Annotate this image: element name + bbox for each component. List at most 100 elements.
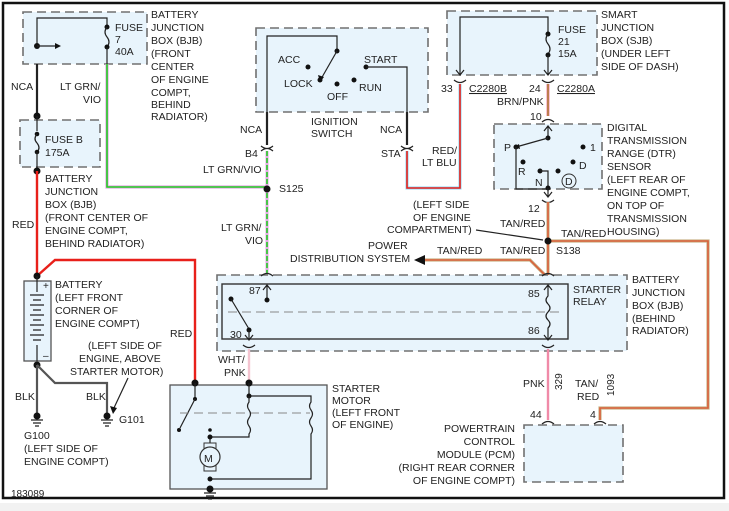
wire-label-blk-left: BLK <box>15 391 35 403</box>
svg-text:(BEHIND: (BEHIND <box>632 313 676 325</box>
wire-label-brn-pnk: BRN/PNK <box>497 96 544 108</box>
svg-text:JUNCTION: JUNCTION <box>601 22 654 34</box>
svg-text:ENGINE COMPT,: ENGINE COMPT, <box>607 187 690 199</box>
svg-text:ENGINE COMPT,: ENGINE COMPT, <box>45 225 128 237</box>
svg-text:(RIGHT REAR CORNER: (RIGHT REAR CORNER <box>399 462 516 474</box>
svg-text:JUNCTION: JUNCTION <box>632 287 685 299</box>
svg-text:ON TOP OF: ON TOP OF <box>607 200 664 212</box>
svg-text:STARTER MOTOR): STARTER MOTOR) <box>70 366 163 378</box>
ground-g100-desc-2: ENGINE COMPT) <box>24 456 109 468</box>
ign-pos-off-dot <box>334 81 340 87</box>
svg-text:RADIATOR): RADIATOR) <box>632 325 689 337</box>
arrow-right-icon <box>55 43 61 49</box>
sjb-pin24-arrow-icon <box>543 69 553 76</box>
svg-text:BOX (SJB): BOX (SJB) <box>601 35 652 47</box>
g101-note: (LEFT SIDE OF ENGINE, ABOVE STARTER MOTO… <box>70 340 163 378</box>
dtr-label-p: P <box>504 142 511 154</box>
svg-text:CORNER OF: CORNER OF <box>55 305 118 317</box>
svg-text:JUNCTION: JUNCTION <box>151 22 204 34</box>
dtr-pos-d-circled-dot <box>555 168 561 174</box>
connector-pcm-44-icon <box>541 420 555 425</box>
bjb-internal-bus <box>36 17 108 46</box>
wire-label-lt-grn-vio-s125: LT GRN/VIO <box>203 164 262 176</box>
connector-86-icon <box>541 344 555 349</box>
svg-text:ENGINE COMPT): ENGINE COMPT) <box>55 318 140 330</box>
svg-text:TRANSMISSION: TRANSMISSION <box>607 213 687 225</box>
window-bottom-strip <box>0 503 729 511</box>
pin-b4-label: B4 <box>245 148 258 160</box>
ign-label-start: START <box>364 54 398 66</box>
dtr-label-r: R <box>518 166 526 178</box>
ground-g101-label: G101 <box>119 414 145 426</box>
fuseB-label: FUSE B <box>45 134 83 146</box>
svg-text:OF ENGINE COMPT): OF ENGINE COMPT) <box>413 475 515 487</box>
relay-switch-arm <box>230 298 250 330</box>
ign-pos-acc-dot <box>305 64 311 70</box>
pcm-pin-44: 44 <box>530 409 542 421</box>
svg-text:OF ENGINE: OF ENGINE <box>413 212 471 224</box>
solenoid-contact-bottom <box>177 428 181 432</box>
relay-87-contact <box>264 297 270 303</box>
connector-c2280b-label: C2280B <box>469 83 507 95</box>
wire-label-wht-pnk-2: PNK <box>224 367 246 379</box>
fuse21-icon <box>545 33 551 55</box>
svg-text:OF ENGINE): OF ENGINE) <box>332 419 393 431</box>
wire-label-ign-nca-right: NCA <box>380 124 402 136</box>
svg-text:CENTER: CENTER <box>151 61 195 73</box>
wire-label-tan-red-lower: TAN/RED <box>500 245 546 257</box>
wire-label-lt-grn-vio-relay-1: LT GRN/ <box>221 222 262 234</box>
battery-minus-sign: – <box>43 351 49 362</box>
ground-g100-icon <box>31 412 43 427</box>
wire-label-red-left: RED <box>12 219 35 231</box>
svg-text:(UNDER LEFT: (UNDER LEFT <box>601 48 671 60</box>
hold-in-coil <box>210 383 314 480</box>
s138-note: (LEFT SIDE OF ENGINE COMPARTMENT) <box>387 199 472 236</box>
dtr-description: DIGITAL TRANSMISSION RANGE (DTR) SENSOR … <box>607 122 690 238</box>
svg-text:JUNCTION: JUNCTION <box>45 186 98 198</box>
wire-label-lt-grn-vio-relay-2: VIO <box>245 235 263 247</box>
sjb-description: SMART JUNCTION BOX (SJB) (UNDER LEFT SID… <box>601 9 679 73</box>
motor-brush-top-dot <box>208 428 212 432</box>
svg-text:DIGITAL: DIGITAL <box>607 122 647 134</box>
wire-label-lt-grn-vio-top-2: VIO <box>83 94 101 106</box>
wire-label-tan-red-pcm-2: RED <box>577 391 600 403</box>
bjb-fuseB-box <box>19 119 101 168</box>
svg-text:RANGE (DTR): RANGE (DTR) <box>607 148 676 160</box>
fuse7-number: 7 <box>115 34 121 46</box>
ign-label-lock: LOCK <box>284 78 313 90</box>
pds-label-2: DISTRIBUTION SYSTEM <box>290 253 410 265</box>
wire-red-battery-starter <box>36 258 197 383</box>
svg-text:BATTERY: BATTERY <box>151 9 198 21</box>
wire-label-lt-grn-vio-top-1: LT GRN/ <box>60 81 101 93</box>
connector-c2280a-label: C2280A <box>557 83 595 95</box>
wire-label-red-right: RED <box>170 328 193 340</box>
fuseB-rating: 175A <box>45 147 70 159</box>
sjb-pin-24: 24 <box>529 83 541 95</box>
svg-text:SIDE OF DASH): SIDE OF DASH) <box>601 61 679 73</box>
svg-text:BEHIND: BEHIND <box>151 99 191 111</box>
wire-label-wht-pnk-1: WHT/ <box>218 354 245 366</box>
svg-text:TRANSMISSION: TRANSMISSION <box>607 135 687 147</box>
dtr-pin-12: 12 <box>528 203 540 215</box>
s138-leader-line <box>475 229 544 241</box>
connector-85-icon <box>541 272 555 277</box>
motor-icon <box>199 446 221 468</box>
bjb-fuseB-description: BATTERY JUNCTION BOX (BJB) (FRONT CENTER… <box>45 173 148 250</box>
pcm-box <box>523 424 624 483</box>
splice-s138-node <box>544 237 552 245</box>
svg-text:BATTERY: BATTERY <box>55 279 102 291</box>
relay-name-1: STARTER <box>573 284 621 296</box>
pin-sta-label: STA <box>381 148 401 160</box>
relay-name-2: RELAY <box>573 296 607 308</box>
relay-30-arrow-icon <box>244 330 254 341</box>
bjb-fuse7-box <box>22 11 148 65</box>
fuse7-icon <box>104 26 110 48</box>
wire-label-pnk: PNK <box>523 378 545 390</box>
svg-text:MODULE (PCM): MODULE (PCM) <box>437 449 515 461</box>
splice-s138-label: S138 <box>556 245 581 257</box>
wire-label-tan-red-pcm-1: TAN/ <box>575 378 598 390</box>
connector-pcm-4-icon <box>593 420 607 425</box>
dtr-pos-d-dot <box>570 159 576 165</box>
svg-text:HOUSING): HOUSING) <box>607 226 660 238</box>
connector-87-icon <box>260 272 274 277</box>
